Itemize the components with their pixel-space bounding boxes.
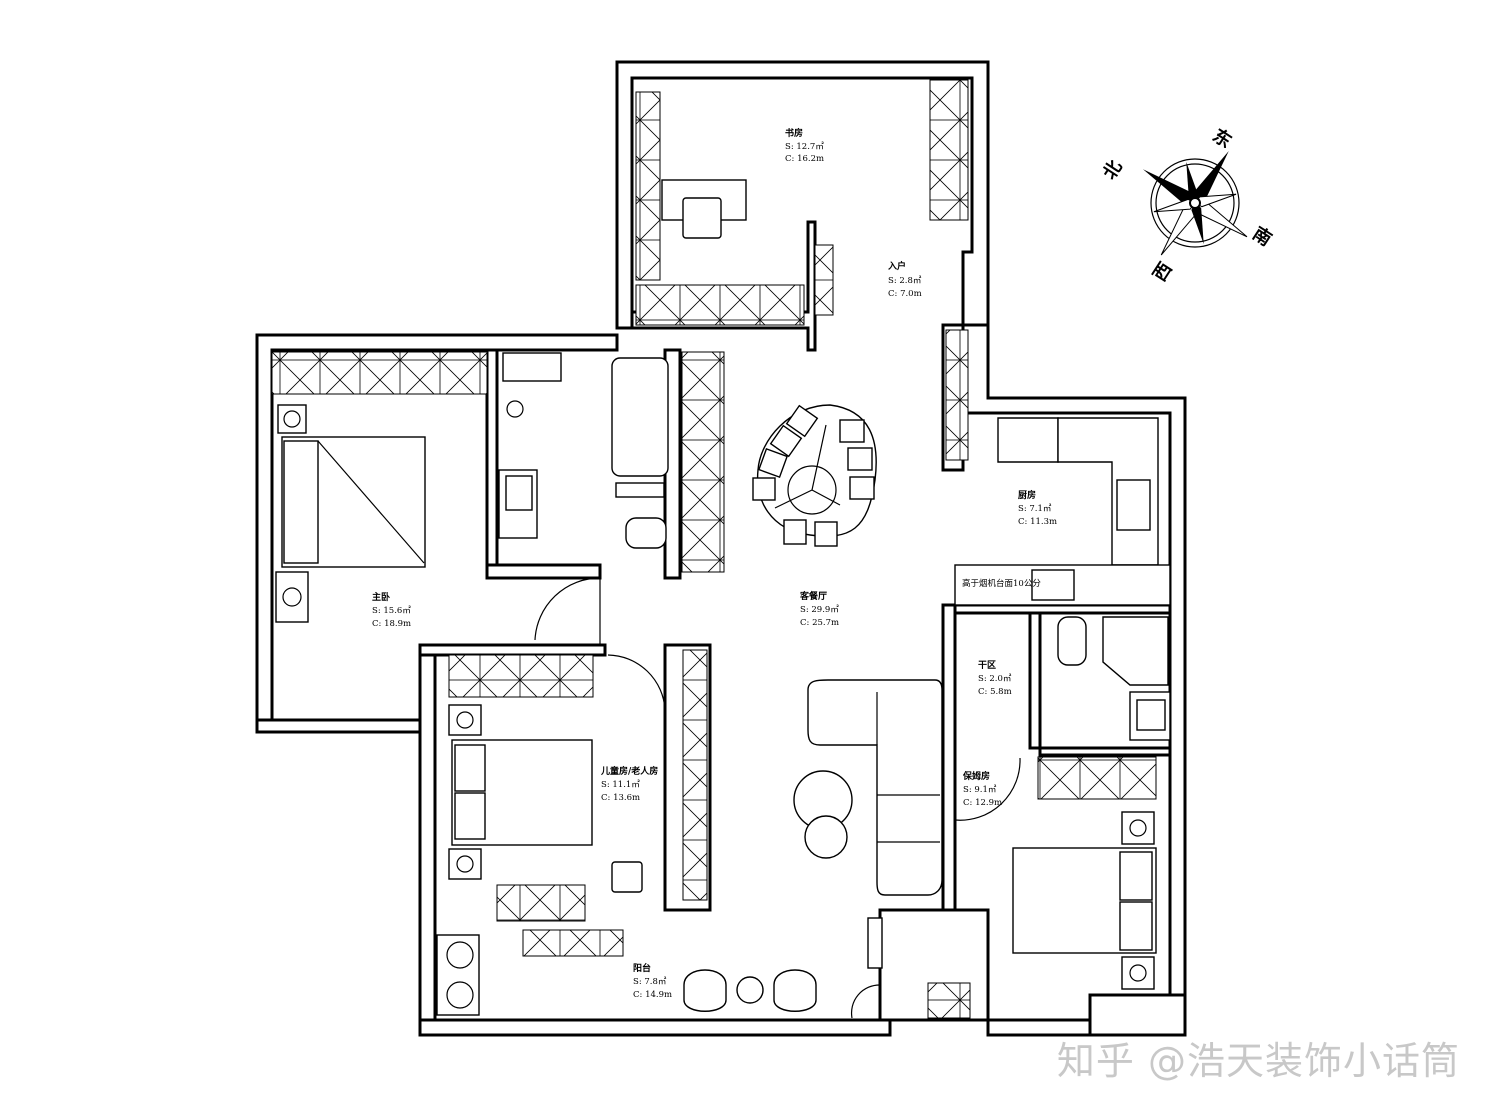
room-label-kitchen: 厨房 S: 7.1㎡ C: 11.3m <box>1018 489 1057 527</box>
svg-text:阳台: 阳台 <box>633 962 651 974</box>
compass-north-label: 北 <box>1099 157 1126 184</box>
svg-text:S: 7.8㎡: S: 7.8㎡ <box>633 977 667 987</box>
room-label-nanny-room: 保姆房 S: 9.1㎡ C: 12.9m <box>962 770 1002 808</box>
svg-text:主卧: 主卧 <box>372 591 390 603</box>
room-label-master-bedroom: 主卧 S: 15.6㎡ C: 18.9m <box>372 591 411 629</box>
doors <box>534 577 1021 1019</box>
room-label-living-dining: 客餐厅 S: 29.9㎡ C: 25.7m <box>799 590 839 628</box>
svg-text:干区: 干区 <box>978 660 996 671</box>
compass-south-label: 南 <box>1249 222 1276 250</box>
svg-text:S: 2.8㎡: S: 2.8㎡ <box>888 276 922 286</box>
svg-text:C: 11.3m: C: 11.3m <box>1018 517 1057 527</box>
svg-text:S: 15.6㎡: S: 15.6㎡ <box>372 606 411 616</box>
svg-text:C: 13.6m: C: 13.6m <box>601 793 640 803</box>
master-bathroom <box>498 352 669 549</box>
room-label-balcony: 阳台 S: 7.8㎡ C: 14.9m <box>633 962 672 1000</box>
kitchen-counter <box>954 417 1171 606</box>
study-desk <box>661 179 747 239</box>
svg-text:C: 5.8m: C: 5.8m <box>978 687 1012 697</box>
svg-text:C: 18.9m: C: 18.9m <box>372 619 411 629</box>
svg-text:入户: 入户 <box>887 260 906 272</box>
svg-text:C: 25.7m: C: 25.7m <box>800 618 839 628</box>
svg-text:S: 9.1㎡: S: 9.1㎡ <box>963 785 997 795</box>
master-bed <box>275 404 426 623</box>
svg-text:C: 14.9m: C: 14.9m <box>633 990 672 1000</box>
svg-text:S: 2.0㎡: S: 2.0㎡ <box>978 674 1012 684</box>
living-sofa <box>793 679 943 896</box>
cabinets <box>271 79 1157 1019</box>
compass: 北 东 南 西 <box>1099 124 1276 286</box>
svg-text:厨房: 厨房 <box>1018 489 1036 501</box>
svg-text:S: 29.9㎡: S: 29.9㎡ <box>800 605 839 615</box>
svg-text:书房: 书房 <box>785 127 803 139</box>
svg-text:S: 12.7㎡: S: 12.7㎡ <box>785 142 824 152</box>
balcony-furniture <box>436 917 883 1016</box>
room-labels: 书房 S: 12.7㎡ C: 16.2m 入户 S: 2.8㎡ C: 7.0m … <box>372 127 1057 1000</box>
svg-text:C: 12.9m: C: 12.9m <box>963 798 1002 808</box>
compass-west-label: 西 <box>1149 259 1176 286</box>
svg-text:C: 16.2m: C: 16.2m <box>785 154 824 164</box>
svg-text:客餐厅: 客餐厅 <box>799 590 827 602</box>
nanny-bed <box>1012 811 1157 990</box>
room-label-study: 书房 S: 12.7㎡ C: 16.2m <box>785 127 824 164</box>
svg-text:S: 7.1㎡: S: 7.1㎡ <box>1018 504 1052 514</box>
kitchen-note: 高于烟机台面10公分 <box>962 578 1041 589</box>
svg-text:C: 7.0m: C: 7.0m <box>888 289 922 299</box>
svg-text:S: 11.1㎡: S: 11.1㎡ <box>601 780 640 790</box>
svg-text:儿童房/老人房: 儿童房/老人房 <box>600 765 658 777</box>
room-label-kids-room: 儿童房/老人房 S: 11.1㎡ C: 13.6m <box>600 765 658 803</box>
kids-bed <box>448 704 643 893</box>
compass-east-label: 东 <box>1209 124 1236 152</box>
room-label-dry-area: 干区 S: 2.0㎡ C: 5.8m <box>978 660 1012 697</box>
svg-text:保姆房: 保姆房 <box>962 770 990 782</box>
dry-area-bath <box>1057 616 1171 741</box>
outer-walls <box>255 60 1187 1037</box>
watermark: 知乎 @浩天装饰小话筒 <box>1056 1039 1460 1083</box>
dining-table <box>752 404 877 547</box>
room-label-entry: 入户 S: 2.8㎡ C: 7.0m <box>887 260 922 299</box>
